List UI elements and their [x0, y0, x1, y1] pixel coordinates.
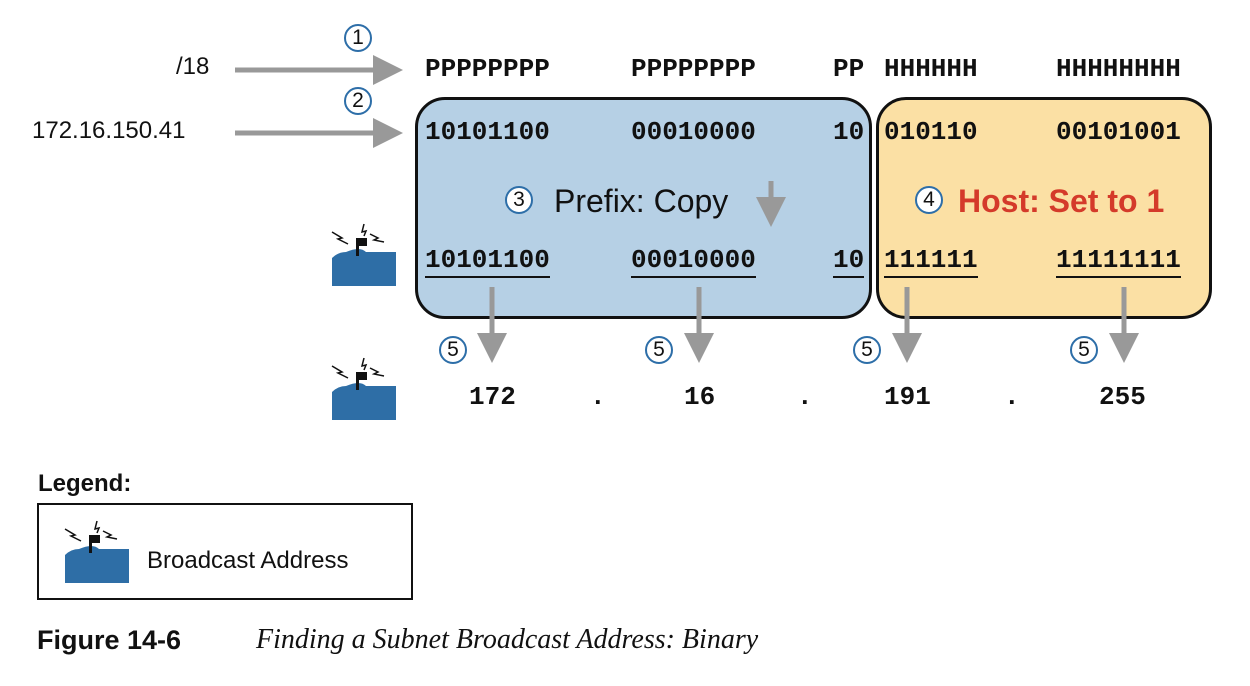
broadcast-octet-2: 00010000 [631, 245, 756, 278]
step-5-badge-octet-1: 5 [439, 336, 467, 364]
step-5-badge-octet-3: 5 [853, 336, 881, 364]
address-octet-1: 10101100 [425, 117, 550, 147]
mask-octet-3-prefix: PP [833, 54, 865, 84]
result-dot-3: . [1004, 382, 1020, 412]
mask-label: /18 [176, 53, 210, 80]
figure-title: Finding a Subnet Broadcast Address: Bina… [256, 624, 759, 655]
legend-box: Broadcast Address [37, 503, 413, 600]
mailbox-icon [331, 357, 396, 420]
mask-octet-3-host: HHHHHH [884, 54, 978, 84]
result-dot-2: . [797, 382, 813, 412]
broadcast-octet-3-prefix: 10 [833, 245, 865, 278]
prefix-copy-label: Prefix: Copy [554, 183, 729, 219]
figure-number: Figure 14-6 [37, 625, 182, 655]
result-octet-1: 172 [469, 382, 516, 412]
legend-item-label: Broadcast Address [147, 547, 349, 574]
address-octet-3-prefix: 10 [833, 117, 865, 147]
mask-octet-1: PPPPPPPP [425, 54, 550, 84]
address-octet-2: 00010000 [631, 117, 756, 147]
address-label: 172.16.150.41 [32, 117, 186, 144]
step-3-badge: 3 [505, 186, 533, 214]
address-octet-3-host: 010110 [884, 117, 978, 147]
result-octet-3: 191 [884, 382, 931, 412]
step-4-badge: 4 [915, 186, 943, 214]
broadcast-octet-4: 11111111 [1056, 245, 1181, 278]
step-5-badge-octet-4: 5 [1070, 336, 1098, 364]
result-octet-2: 16 [684, 382, 716, 412]
legend-title: Legend: [38, 470, 132, 497]
result-dot-1: . [590, 382, 606, 412]
host-set-label: Host: Set to 1 [958, 183, 1165, 219]
mask-octet-4: HHHHHHHH [1056, 54, 1181, 84]
address-octet-4: 00101001 [1056, 117, 1181, 147]
prefix-region [415, 97, 872, 319]
mask-octet-2: PPPPPPPP [631, 54, 756, 84]
broadcast-octet-3-host: 111111 [884, 245, 978, 278]
result-octet-4: 255 [1099, 382, 1146, 412]
step-5-badge-octet-2: 5 [645, 336, 673, 364]
step-2-badge: 2 [344, 87, 372, 115]
broadcast-octet-1: 10101100 [425, 245, 550, 278]
step-1-badge: 1 [344, 24, 372, 52]
mailbox-icon [64, 520, 129, 583]
mailbox-icon [331, 223, 396, 286]
